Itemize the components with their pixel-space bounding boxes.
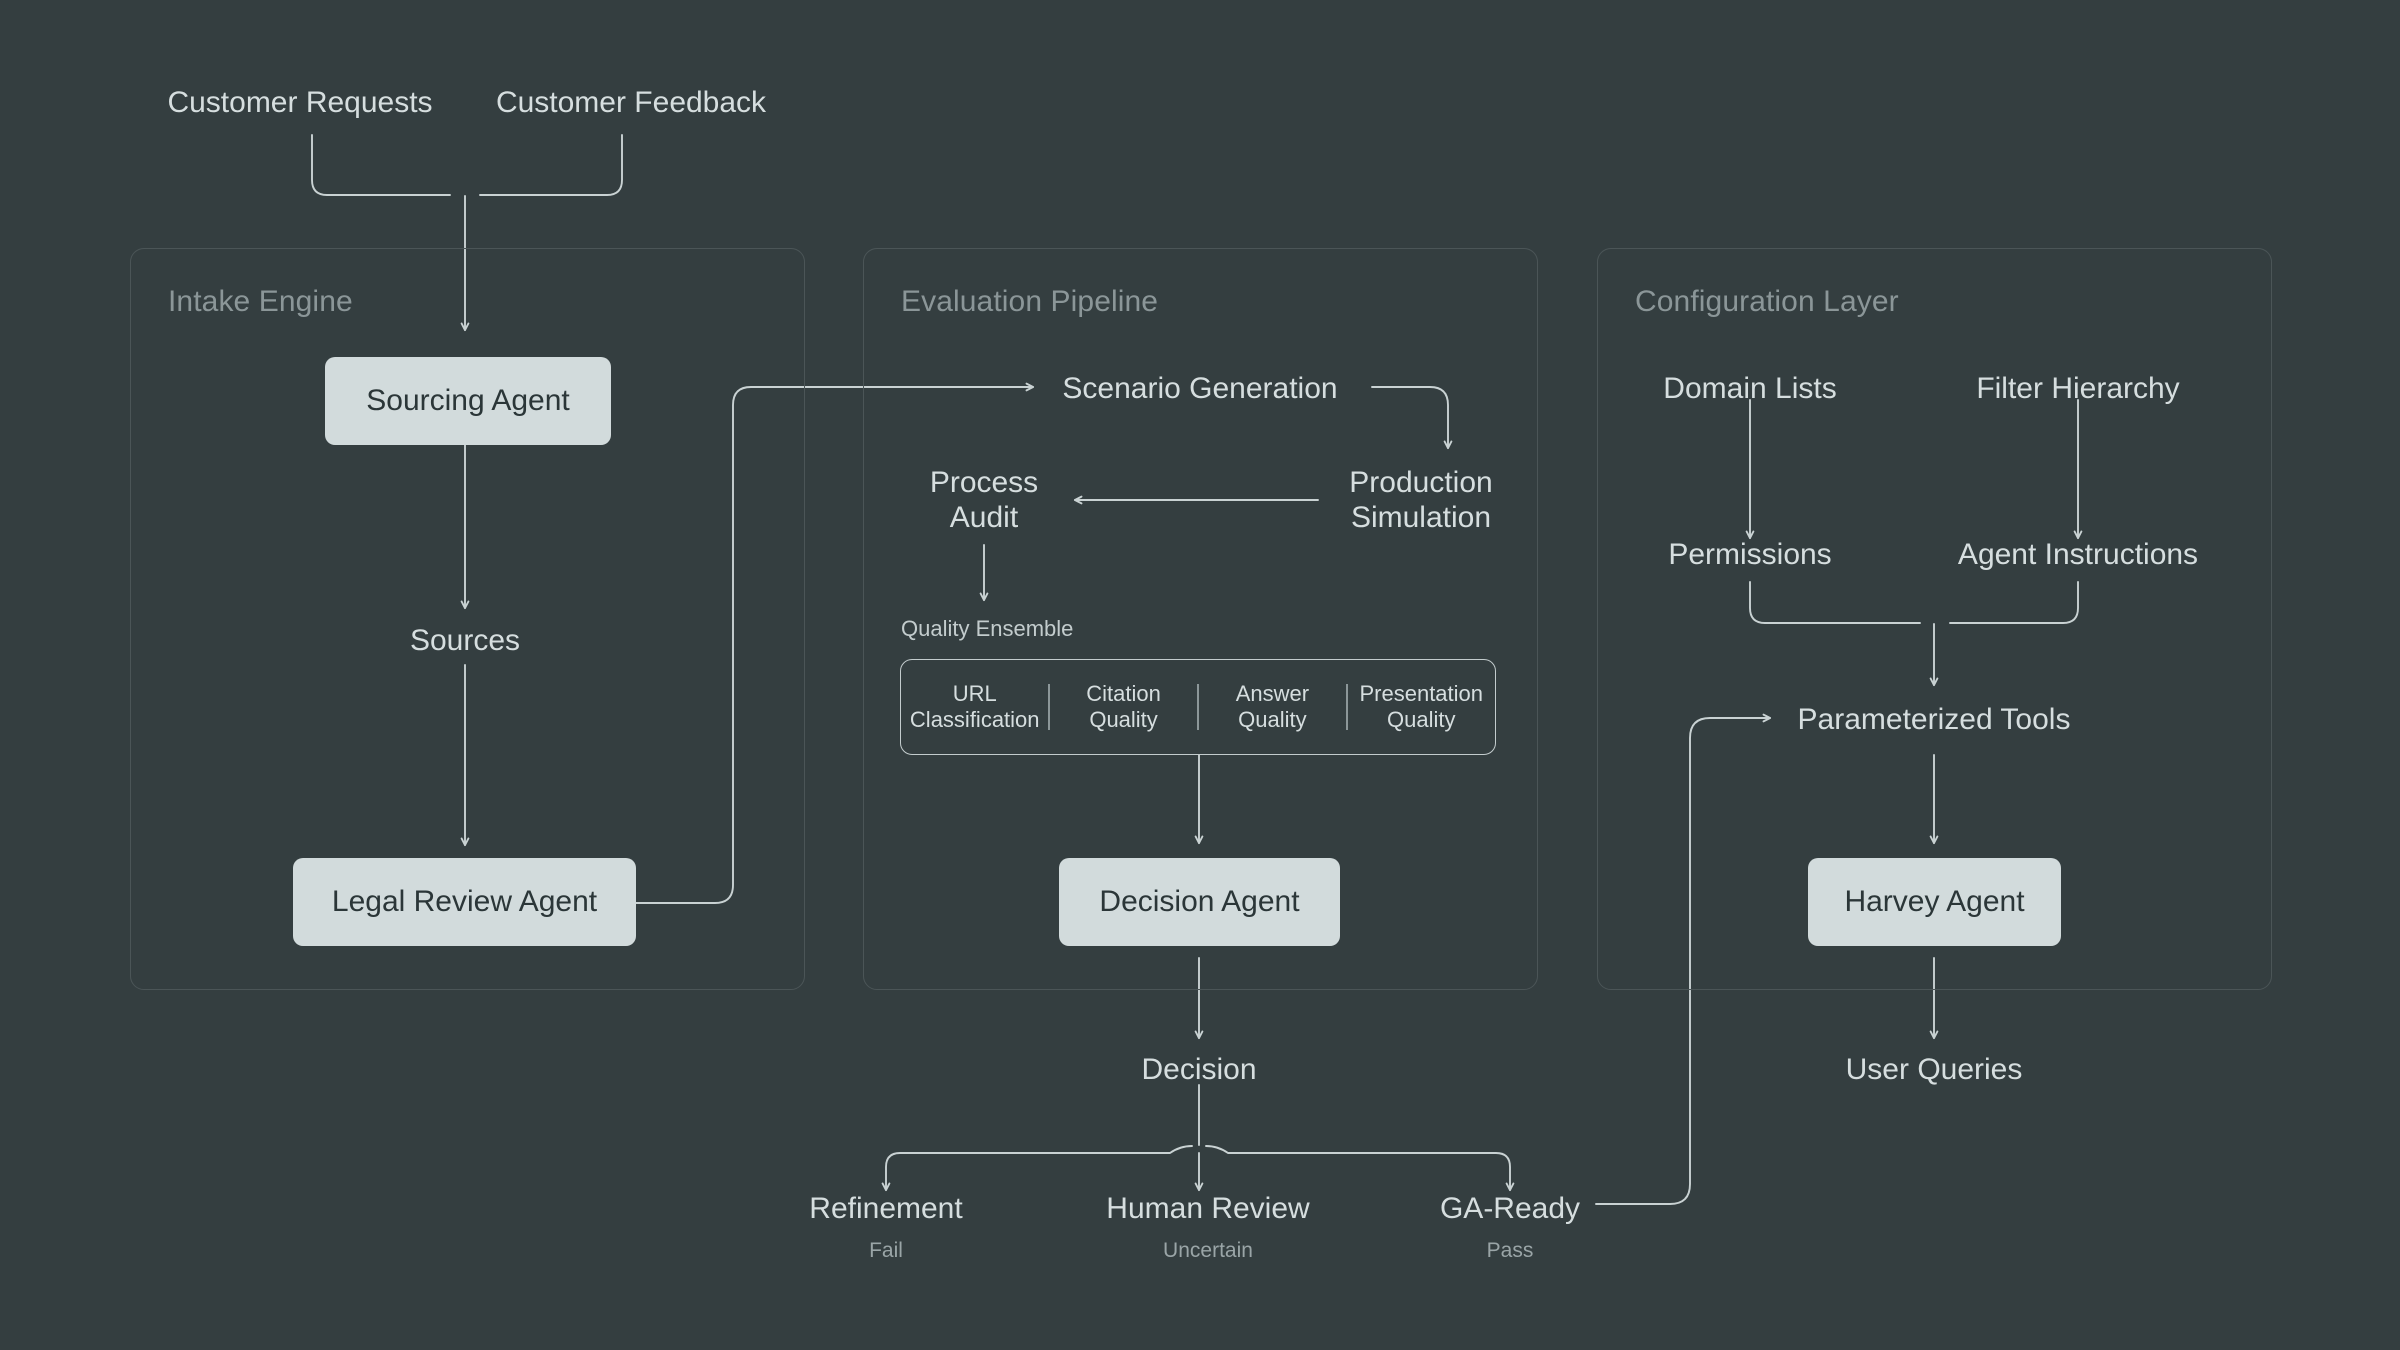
node-user-queries: User Queries	[1845, 1053, 2023, 1086]
node-harvey-agent[interactable]: Harvey Agent	[1808, 858, 2061, 946]
outcome-refinement-verdict: Fail	[869, 1239, 903, 1262]
input-customer-requests: Customer Requests	[167, 86, 433, 119]
node-agent-instructions: Agent Instructions	[1957, 538, 2199, 571]
node-domain-lists: Domain Lists	[1663, 372, 1837, 405]
ensemble-cell-presentation-quality[interactable]: Presentation Quality	[1348, 677, 1495, 737]
input-customer-feedback: Customer Feedback	[495, 86, 767, 119]
wire-requests-to-merge	[311, 134, 451, 196]
outcome-human-review-verdict: Uncertain	[1163, 1239, 1253, 1262]
ensemble-cell-citation-quality-line2: Quality	[1089, 707, 1158, 732]
ensemble-cell-url-classification[interactable]: URL Classification	[901, 677, 1048, 737]
node-production-simulation-line2: Simulation	[1350, 500, 1492, 534]
node-production-simulation: Production Simulation	[1349, 466, 1492, 535]
wire-branch-right	[1205, 1145, 1515, 1192]
node-parameterized-tools: Parameterized Tools	[1797, 703, 2071, 736]
node-decision-agent-label: Decision Agent	[1099, 885, 1300, 918]
outcome-ga-ready-verdict: Pass	[1486, 1239, 1534, 1262]
ensemble-cell-citation-quality[interactable]: Citation Quality	[1050, 677, 1197, 737]
node-decision-agent[interactable]: Decision Agent	[1059, 858, 1340, 946]
ensemble-cell-presentation-quality-line1: Presentation	[1359, 681, 1484, 707]
node-permissions: Permissions	[1668, 538, 1832, 571]
ensemble-cell-answer-quality-line2: Quality	[1238, 707, 1307, 732]
node-sourcing-agent[interactable]: Sourcing Agent	[325, 357, 611, 445]
ensemble-cell-presentation-quality-line2: Quality	[1387, 707, 1456, 732]
node-harvey-agent-label: Harvey Agent	[1844, 885, 2025, 918]
outcome-human-review: Human Review	[1106, 1192, 1310, 1225]
node-decision: Decision	[1141, 1053, 1257, 1086]
outcome-refinement: Refinement	[809, 1192, 963, 1225]
panel-title-configuration-layer: Configuration Layer	[1635, 285, 1899, 318]
node-sourcing-agent-label: Sourcing Agent	[366, 384, 570, 417]
panel-title-evaluation-pipeline: Evaluation Pipeline	[901, 285, 1159, 318]
node-legal-review-agent[interactable]: Legal Review Agent	[293, 858, 636, 946]
label-quality-ensemble: Quality Ensemble	[901, 616, 1074, 641]
node-process-audit: Process Audit	[930, 466, 1038, 535]
node-process-audit-line2: Audit	[949, 500, 1019, 534]
wire-branch-left	[881, 1145, 1193, 1192]
ensemble-divider-3	[1346, 684, 1348, 730]
panel-title-intake-engine: Intake Engine	[168, 285, 353, 318]
panel-intake-engine	[130, 248, 805, 990]
ensemble-cell-url-classification-line2: Classification	[909, 707, 1040, 732]
node-process-audit-line1: Process	[929, 466, 1039, 499]
panel-evaluation-pipeline	[863, 248, 1538, 990]
quality-ensemble-box: URL Classification Citation Quality Answ…	[900, 659, 1496, 755]
node-scenario-generation: Scenario Generation	[1062, 372, 1338, 405]
node-filter-hierarchy: Filter Hierarchy	[1976, 372, 2180, 405]
ensemble-cell-url-classification-line1: URL	[952, 681, 997, 707]
ensemble-cell-answer-quality-line1: Answer	[1235, 681, 1310, 707]
node-sources: Sources	[409, 624, 521, 657]
ensemble-cell-answer-quality[interactable]: Answer Quality	[1199, 677, 1346, 737]
node-production-simulation-line1: Production	[1349, 466, 1493, 499]
panel-configuration-layer	[1597, 248, 2272, 990]
ensemble-divider-1	[1048, 684, 1050, 730]
node-legal-review-agent-label: Legal Review Agent	[331, 885, 598, 918]
ensemble-cell-citation-quality-line1: Citation	[1086, 681, 1161, 707]
outcome-ga-ready: GA-Ready	[1439, 1192, 1581, 1225]
ensemble-divider-2	[1197, 684, 1199, 730]
wire-feedback-to-merge	[479, 134, 623, 196]
